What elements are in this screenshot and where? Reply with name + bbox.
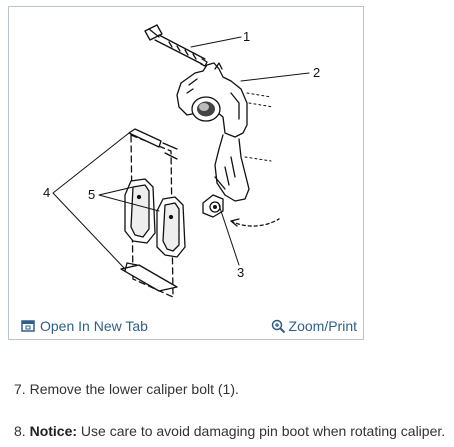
caliper-bolt <box>144 24 208 67</box>
callout-5: 5 <box>88 187 95 202</box>
leader-lines <box>52 36 310 270</box>
notice-label: Notice: <box>29 423 78 439</box>
zoom-print-label: Zoom/Print <box>288 318 357 334</box>
open-new-tab-button[interactable]: Open In New Tab <box>21 318 148 334</box>
callout-3: 3 <box>237 265 244 280</box>
figure-card: 1 2 3 4 5 Open In New Tab <box>8 6 364 340</box>
step-8: 8. Notice: Use care to avoid damaging pi… <box>14 423 445 439</box>
callout-1: 1 <box>243 29 250 44</box>
callout-2: 2 <box>313 65 320 80</box>
rotation-path <box>230 218 280 227</box>
rotation-arrow <box>230 218 240 227</box>
open-new-tab-icon <box>21 320 35 332</box>
open-new-tab-label: Open In New Tab <box>40 318 148 334</box>
caliper-body <box>176 62 250 218</box>
callout-4: 4 <box>43 185 50 200</box>
step-text: Use care to avoid damaging pin boot when… <box>80 423 446 439</box>
step-number: 7. <box>14 381 26 397</box>
zoom-print-button[interactable]: Zoom/Print <box>271 318 357 334</box>
brake-pads <box>124 178 186 258</box>
step-7: 7. Remove the lower caliper bolt (1). <box>14 381 239 397</box>
magnifier-plus-icon <box>271 319 286 334</box>
figure-toolbar: Open In New Tab Zoom/Print <box>9 309 363 341</box>
step-text: Remove the lower caliper bolt (1). <box>29 381 239 397</box>
step-number: 8. <box>14 423 26 439</box>
caliper-diagram: 1 2 3 4 5 <box>43 24 320 298</box>
